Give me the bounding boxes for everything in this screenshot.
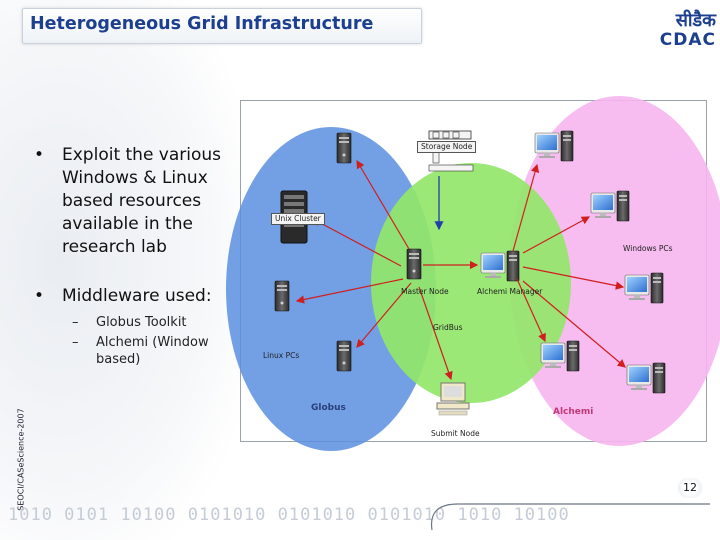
- arrow-master-cluster: [311, 218, 402, 267]
- linux-pc-icon: [336, 340, 352, 372]
- gridbus-label: GridBus: [433, 323, 463, 332]
- slide-title: Heterogeneous Grid Infrastructure: [30, 14, 374, 34]
- arrow-master-linux2: [356, 282, 412, 348]
- sub-bullet-item: – Alchemi (Window based): [32, 334, 242, 368]
- bullet-text: Middleware used:: [62, 286, 212, 306]
- windows-pcs-label: Windows PCs: [623, 244, 673, 253]
- gridbus-ellipse: [371, 163, 571, 403]
- footer-binary-decoration: 1010 0101 10100 0101010 0101010 0101010 …: [8, 505, 570, 525]
- arrow-master-submit: [418, 286, 453, 381]
- windows-pc-icon: [626, 362, 666, 394]
- storage-node-icon: [428, 130, 474, 172]
- windows-pc-icon: [534, 130, 574, 162]
- arrow-alchemi-win4: [516, 278, 546, 343]
- arrow-alchemi-win2: [522, 216, 591, 254]
- storage-node-label: Storage Node: [417, 141, 477, 153]
- logo-hindi-text: सीडैक: [675, 10, 716, 31]
- footer-decorative-line: [430, 503, 710, 531]
- sub-bullet-marker: –: [72, 315, 79, 330]
- arrow-alchemi-win3: [522, 266, 625, 290]
- bullet-text: Exploit the various Windows & Linux base…: [62, 145, 222, 257]
- page-number: 12: [678, 478, 702, 498]
- sub-bullet-text: Alchemi (Window based): [96, 335, 209, 367]
- master-node-label: Master Node: [401, 287, 449, 296]
- sub-bullet-text: Globus Toolkit: [96, 315, 187, 330]
- logo-latin-text: CDAC: [659, 30, 716, 50]
- diagram-graphic: [226, 96, 720, 451]
- alchemi-manager-label: Alchemi Manager: [477, 287, 543, 296]
- bullet-marker: •: [34, 145, 45, 165]
- submit-node-icon: [436, 382, 470, 416]
- linux-pcs-label: Linux PCs: [263, 351, 300, 360]
- globus-label: Globus: [311, 403, 346, 413]
- globus-server-icon: [336, 132, 352, 164]
- arrow-master-server: [356, 159, 410, 250]
- bullet-item: • Exploit the various Windows & Linux ba…: [32, 144, 242, 259]
- bullet-list: • Exploit the various Windows & Linux ba…: [32, 144, 242, 368]
- linux-pc-icon: [274, 280, 290, 312]
- sub-bullet-item: – Globus Toolkit: [32, 314, 242, 331]
- windows-pc-icon: [590, 190, 630, 222]
- bullet-item: • Middleware used:: [32, 285, 242, 308]
- cdac-logo: सीडैक CDAC: [658, 8, 716, 52]
- title-bar: [22, 8, 422, 44]
- windows-pc-icon: [540, 340, 580, 372]
- side-footer-text: SEOCI/CASeScience-2007: [16, 408, 26, 511]
- arrow-master-linux: [295, 278, 404, 304]
- submit-node-label: Submit Node: [431, 429, 480, 438]
- arrow-alchemi-win5: [522, 280, 626, 368]
- master-node-icon: [406, 248, 422, 280]
- unix-cluster-label: Unix Cluster: [271, 213, 325, 225]
- bullet-marker: •: [34, 286, 45, 306]
- globus-ellipse: [226, 127, 436, 451]
- sub-bullet-marker: –: [72, 335, 79, 350]
- windows-pc-icon: [624, 272, 664, 304]
- alchemi-manager-icon: [480, 250, 520, 282]
- arrow-alchemi-win1: [512, 163, 540, 252]
- alchemi-label: Alchemi: [553, 407, 594, 417]
- grid-diagram: Storage Node Unix Cluster Windows PCs Ma…: [226, 96, 720, 451]
